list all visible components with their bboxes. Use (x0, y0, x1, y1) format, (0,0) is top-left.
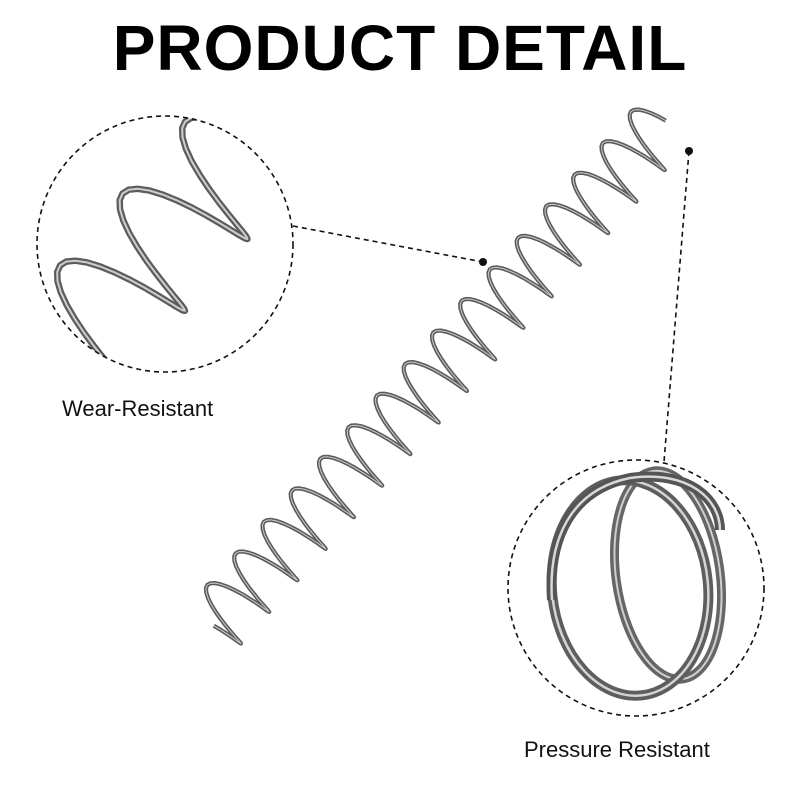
wear-zoom-circle (36, 115, 294, 373)
page-title: PRODUCT DETAIL (112, 12, 688, 84)
wear-anchor-dot (479, 258, 487, 266)
wear-connector-line (292, 225, 484, 263)
wear-zoom-spring (53, 116, 293, 372)
pressure-zoom-circle (507, 459, 765, 717)
pressure-resistant-label: Pressure Resistant (524, 737, 710, 762)
pressure-connector-line (663, 150, 690, 463)
main-spring-image (203, 107, 667, 646)
wear-resistant-label: Wear-Resistant (62, 396, 214, 421)
pressure-anchor-dot (685, 147, 693, 155)
pressure-zoom-spring (546, 466, 727, 701)
